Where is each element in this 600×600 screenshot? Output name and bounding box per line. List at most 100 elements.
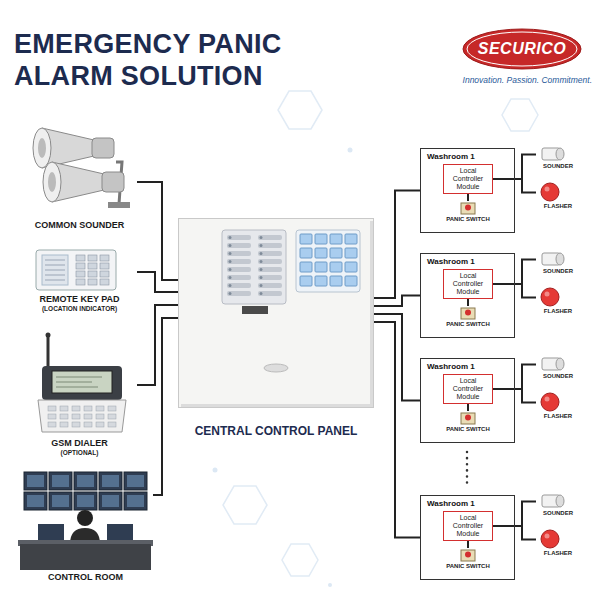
panic-switch-icon: [443, 548, 493, 562]
remote-keypad-icon-part: [100, 279, 109, 285]
flasher-text: FLASHER: [536, 413, 580, 420]
remote-keypad-icon-part: [36, 250, 116, 290]
brand-tagline: Innovation. Passion. Commitment.: [430, 75, 592, 85]
panic-switch: PANIC SWITCH: [443, 201, 493, 223]
central-control-panel-icon-part: [264, 364, 288, 372]
sounder: SOUNDER: [536, 356, 580, 380]
connector-wire: [374, 296, 420, 307]
background-pattern-part: [466, 452, 469, 488]
remote-keypad-icon: [22, 248, 137, 292]
remote-keypad-icon-part: [100, 255, 109, 261]
remote-keypad-icon-part: [45, 260, 65, 280]
panic-switch-text: PANIC SWITCH: [443, 426, 493, 433]
sounder-text: SOUNDER: [536, 268, 580, 275]
gsm-dialer-icon-part: [48, 414, 56, 419]
gsm-dialer-icon-part: [60, 414, 68, 419]
central-control-panel-icon-part: [300, 234, 312, 244]
common-sounder-icon-part: [108, 202, 130, 208]
local-controller-module: Local Controller Module: [443, 374, 493, 404]
background-pattern-part-part: [348, 148, 353, 153]
gsm-dialer: GSM DIALER(OPTIONAL): [22, 330, 137, 457]
common-sounder-icon-part: [48, 172, 56, 192]
flasher: FLASHER: [536, 392, 580, 420]
central-control-panel-icon-part: [258, 267, 282, 272]
common-sounder-icon-part: [43, 162, 61, 202]
connector-wire: [467, 541, 469, 548]
flasher-icon: [536, 287, 580, 307]
remote-keypad-icon-part: [100, 271, 109, 277]
control-room-icon: [18, 468, 153, 572]
flasher-icon-part: [545, 534, 550, 539]
control-room-text: CONTROL ROOM: [18, 572, 153, 583]
connector-wire: [137, 272, 178, 292]
gsm-dialer-text: GSM DIALER: [22, 438, 137, 449]
sounder-icon-part: [556, 253, 564, 265]
control-room-icon-part: [99, 492, 122, 510]
central-control-panel-icon-part: [345, 262, 357, 272]
gsm-dialer-icon-part: [47, 335, 50, 370]
central-control-panel-icon-part: [258, 291, 282, 296]
gsm-dialer-icon-part-part: [56, 382, 92, 383]
control-room-icon-part: [24, 492, 47, 510]
control-room-icon-part: [74, 492, 97, 510]
connector-wire: [467, 299, 469, 306]
gsm-dialer-icon-part: [48, 406, 56, 411]
remote-keypad-icon-part-part: [45, 280, 65, 281]
central-control-panel-icon-part: [260, 260, 263, 263]
flasher-icon: [536, 392, 580, 412]
panic-switch-icon-part: [465, 205, 471, 211]
gsm-dialer-icon-part: [52, 371, 112, 393]
connector-wire: [467, 404, 469, 411]
gsm-dialer-icon: [22, 330, 137, 436]
central-control-panel-icon-part: [300, 262, 312, 272]
central-control-panel-icon-part: [296, 230, 360, 292]
central-control-panel-icon-part: [227, 275, 251, 280]
control-room-icon-part: [24, 472, 47, 490]
control-room-icon-part: [77, 475, 94, 487]
diagram-title: EMERGENCY PANIC ALARM SOLUTION: [14, 28, 334, 92]
control-room-icon-part: [99, 472, 122, 490]
washroom-box: Washroom 1Local Controller ModulePANIC S…: [420, 495, 515, 580]
panic-switch-text: PANIC SWITCH: [443, 216, 493, 223]
flasher-icon-part: [545, 187, 550, 192]
central-control-panel-icon-part: [260, 236, 263, 239]
common-sounder-icon-part: [92, 138, 114, 158]
central-control-panel-icon-part: [345, 234, 357, 244]
remote-keypad-icon-part-part: [45, 265, 65, 266]
panic-switch-icon: [443, 201, 493, 215]
sounder-text: SOUNDER: [536, 163, 580, 170]
flasher-icon-part: [541, 288, 559, 306]
panic-switch: PANIC SWITCH: [443, 411, 493, 433]
control-room-icon-part: [127, 495, 144, 507]
sounder-icon-part: [556, 358, 564, 370]
flasher-icon-part: [541, 530, 559, 548]
central-control-panel-icon-part: [330, 276, 342, 286]
background-pattern-part-part: [213, 468, 218, 473]
control-room-icon-part: [102, 475, 119, 487]
washroom-box-text: Washroom 1: [421, 496, 514, 508]
panic-switch-icon-part: [465, 415, 471, 421]
gsm-dialer-icon-part: [84, 422, 92, 427]
flasher-text: FLASHER: [536, 550, 580, 557]
central-control-panel-icon-part: [258, 235, 282, 240]
sounder-icon: [536, 146, 580, 162]
panic-switch: PANIC SWITCH: [443, 548, 493, 570]
central-control-panel-icon-part: [315, 248, 327, 258]
central-control-panel-icon-part: [260, 292, 263, 295]
washroom-box: Washroom 1Local Controller ModulePANIC S…: [420, 148, 515, 233]
gsm-dialer-icon-part: [46, 333, 51, 338]
flasher: FLASHER: [536, 182, 580, 210]
remote-keypad-text: (LOCATION INDICATOR): [22, 305, 137, 313]
flasher-icon-part: [545, 397, 550, 402]
panic-switch-icon-part: [461, 413, 475, 424]
sounder-icon: [536, 251, 580, 267]
central-control-panel-icon-part: [227, 291, 251, 296]
washroom-box-text: Washroom 1: [421, 359, 514, 371]
central-control-panel-icon-part: [345, 248, 357, 258]
sounder-icon: [536, 493, 580, 509]
gsm-dialer-icon-part: [72, 406, 80, 411]
remote-keypad-icon-part: [100, 263, 109, 269]
common-sounder-text: COMMON SOUNDER: [22, 220, 137, 231]
gsm-dialer-icon-part: [38, 400, 126, 432]
